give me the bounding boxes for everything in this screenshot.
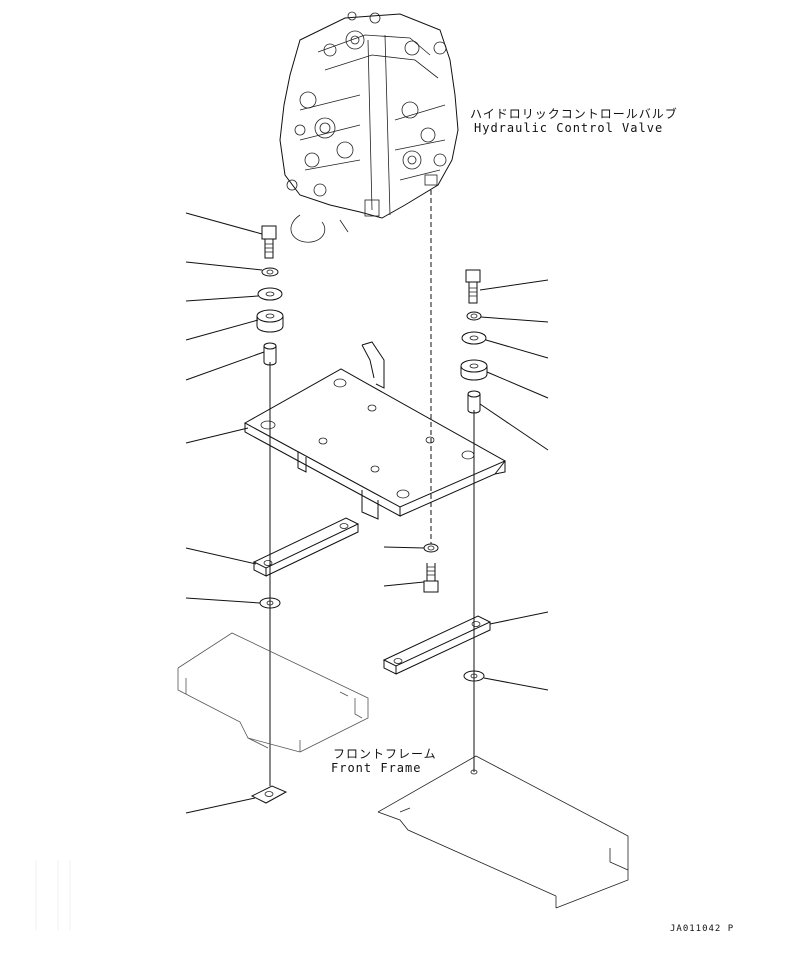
center-washer: [423, 543, 439, 553]
right-lock-washer: [466, 311, 482, 321]
right-flat-washer: [461, 331, 487, 345]
scan-marks: [35, 860, 71, 930]
frame-label-english: Front Frame: [331, 761, 422, 775]
left-cushion: [256, 309, 284, 333]
left-flat-washer: [257, 287, 283, 301]
hydraulic-control-valve: [279, 11, 459, 243]
frame-label-japanese: フロントフレーム: [333, 747, 437, 761]
drawing-code: JA011042 P: [670, 924, 735, 934]
mounting-plate: [243, 341, 507, 520]
right-spacer-bar: [382, 615, 492, 675]
valve-label-english: Hydraulic Control Valve: [474, 121, 664, 135]
right-collar: [467, 390, 481, 414]
right-cushion: [460, 359, 488, 381]
leader-lines: [185, 212, 549, 814]
left-bolt: [261, 225, 277, 259]
left-spacer-bar: [252, 517, 360, 577]
right-front-frame: [377, 755, 629, 909]
right-bolt: [465, 269, 481, 304]
left-nut-plate: [250, 785, 288, 804]
left-lock-washer: [261, 267, 279, 277]
valve-label-japanese: ハイドロリックコントロールバルブ: [470, 107, 678, 121]
left-collar: [263, 342, 277, 366]
center-bolt: [423, 563, 439, 593]
left-front-frame: [177, 632, 369, 753]
